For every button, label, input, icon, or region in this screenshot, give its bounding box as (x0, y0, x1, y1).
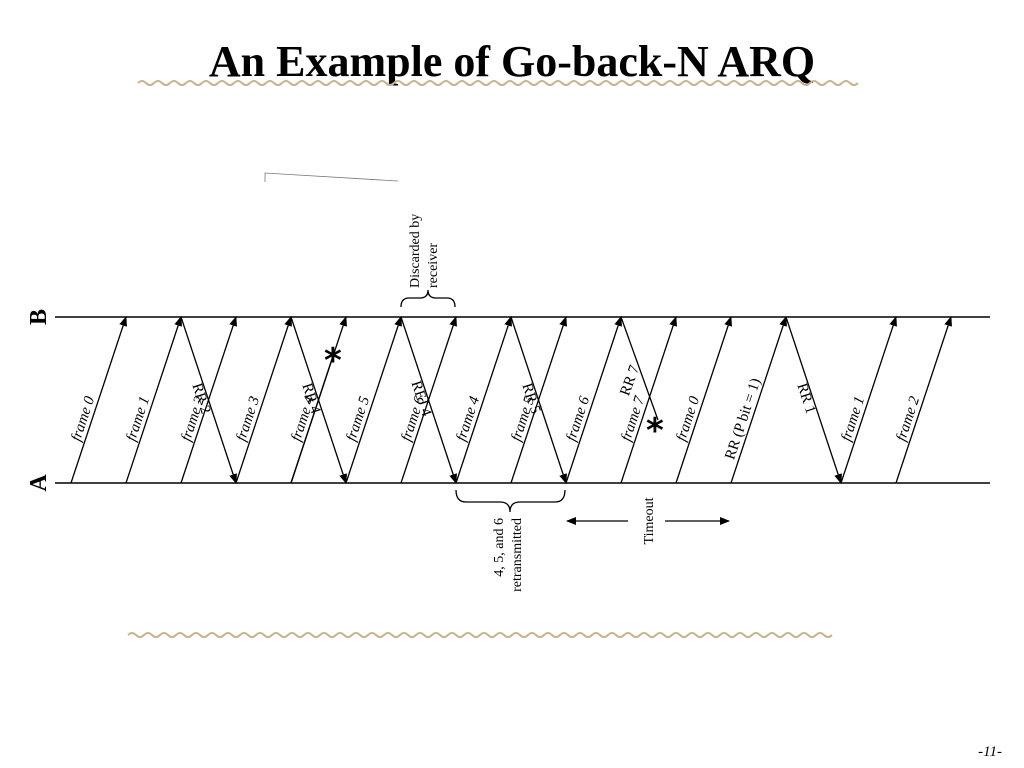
ack-arrow-2 (400, 316, 457, 484)
frame-arrow-10 (620, 316, 677, 484)
frame-label-12: RR (P bit = 1) (722, 376, 764, 461)
lost-star-1: * (324, 341, 342, 381)
ack-arrow-3 (510, 316, 567, 484)
frame-label-11: frame 0 (673, 394, 703, 443)
frame-arrow-5 (345, 316, 402, 484)
frame-label-5: frame 5 (343, 394, 373, 443)
frame-label-14: frame 2 (893, 394, 923, 443)
timeout-label: Timeout (642, 497, 657, 544)
retransmitted-brace (455, 489, 566, 513)
frame-arrow-9 (565, 316, 622, 484)
ack-label-4: RR 1 (793, 381, 818, 416)
retransmitted-note-line1: 4, 5, and 6 (492, 518, 507, 577)
station-a-label: A (26, 474, 52, 492)
frame-arrow-11 (675, 316, 732, 484)
title-underline-decoration (137, 80, 859, 86)
frame-arrow-1 (125, 316, 182, 484)
frame-arrow-7 (455, 316, 512, 484)
frame-arrow-0 (70, 316, 127, 484)
discarded-note-line2: receiver (426, 243, 441, 288)
scan-artifact-line (264, 172, 399, 182)
frame-label-3: frame 3 (233, 395, 263, 444)
frame-arrow-12 (730, 316, 787, 484)
frame-label-9: frame 6 (563, 394, 593, 443)
frame-label-1: frame 1 (123, 395, 153, 444)
ack-arrow-0 (180, 316, 237, 484)
retransmitted-note-line2: retransmitted (510, 518, 525, 592)
ack-arrow-4 (785, 316, 842, 484)
frame-label-7: frame 4 (453, 394, 483, 443)
page-number: -11- (978, 744, 1002, 760)
frame-label-10: frame 7 (618, 393, 648, 443)
discarded-note-line1: Discarded by (408, 214, 423, 288)
frame-arrow-14 (895, 316, 952, 484)
lost-star-2: * (646, 411, 664, 451)
frame-label-0: frame 0 (68, 394, 98, 443)
frame-5-lost-arrow (290, 358, 333, 484)
station-b-label: B (26, 309, 52, 325)
discarded-brace (400, 289, 456, 308)
rr7-lost-arrow (620, 316, 659, 421)
frame-label-13: frame 1 (838, 395, 868, 444)
slide-title: An Example of Go-back-N ARQ (208, 37, 816, 86)
frame-arrow-13 (840, 316, 897, 484)
bottom-rule-decoration (127, 632, 833, 638)
frame-arrow-3 (235, 316, 292, 484)
